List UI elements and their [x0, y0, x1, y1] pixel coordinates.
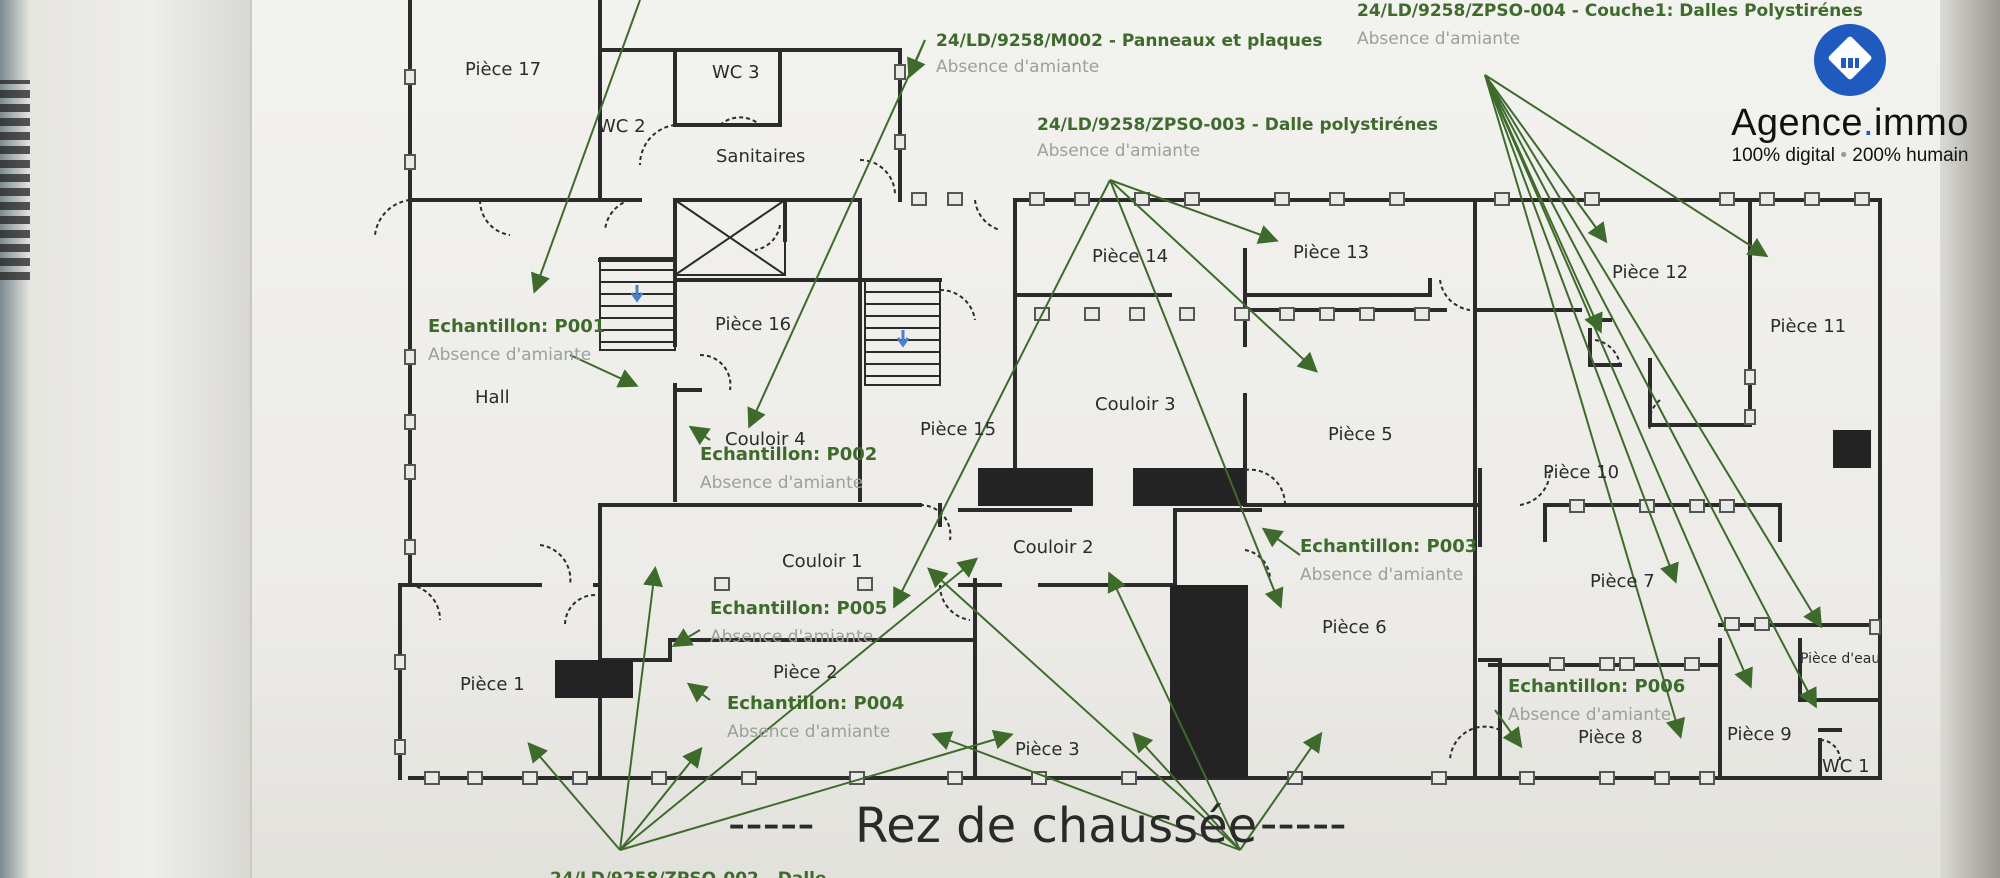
- desk-background-left: [0, 0, 250, 878]
- room-label-wc-3: WC 3: [712, 62, 760, 83]
- sample-labels: Echantillon: P001 Absence d'amiante Echa…: [428, 316, 1685, 742]
- desk-background-right: [1940, 0, 2000, 878]
- room-label-piece-14: Pièce 14: [1092, 246, 1168, 267]
- room-label-piece-6: Pièce 6: [1322, 617, 1387, 638]
- room-label-piece-1: Pièce 1: [460, 674, 525, 695]
- sample-p001-label: Echantillon: P001: [428, 316, 605, 337]
- room-label-wc-1: WC 1: [1822, 756, 1870, 777]
- room-label-piece-3: Pièce 3: [1015, 739, 1080, 760]
- room-label-couloir-2: Couloir 2: [1013, 537, 1094, 558]
- sample-p003-result: Absence d'amiante: [1300, 565, 1463, 585]
- reference-m002-label: 24/LD/9258/M002 - Panneaux et plaques: [936, 31, 1322, 51]
- agence-immo-logo: Agence.immo 100% digital • 200% humain: [1710, 24, 1990, 167]
- logo-tagline-right: 200% humain: [1852, 145, 1969, 166]
- sample-p006-label: Echantillon: P006: [1508, 676, 1685, 697]
- caption-dashes-right: -----: [1260, 796, 1347, 852]
- logo-name-dot: .: [1862, 102, 1875, 144]
- room-label-piece-10: Pièce 10: [1543, 462, 1619, 483]
- room-label-wc-2: WC 2: [598, 116, 646, 137]
- house-logo-icon: [1814, 24, 1886, 96]
- room-label-piece-8: Pièce 8: [1578, 727, 1643, 748]
- staircases: [599, 199, 941, 386]
- reference-zpso002-label: 24/LD/9258/ZPSO-002 - Dalle ...: [550, 869, 852, 878]
- room-label-piece-15: Pièce 15: [920, 419, 996, 440]
- room-label-couloir-1: Couloir 1: [782, 551, 863, 572]
- room-label-piece-13: Pièce 13: [1293, 242, 1369, 263]
- plan-caption: ----- Rez de chaussée -----: [728, 796, 1347, 854]
- door-arcs: [374, 116, 1841, 761]
- room-label-couloir-4: Couloir 4: [725, 429, 806, 450]
- room-label-piece-17: Pièce 17: [465, 59, 541, 80]
- caption-dashes-left: -----: [728, 796, 815, 852]
- leader-arrows: [527, 0, 1823, 851]
- logo-name-tail: immo: [1874, 102, 1969, 144]
- sample-p002-result: Absence d'amiante: [700, 473, 863, 493]
- room-labels: Pièce 17 WC 3 WC 2 Sanitaires Pièce 16 H…: [460, 59, 1880, 777]
- sample-p005-label: Echantillon: P005: [710, 598, 887, 619]
- room-label-couloir-3: Couloir 3: [1095, 394, 1176, 415]
- room-label-piece-2: Pièce 2: [773, 662, 838, 683]
- room-label-sanitaires: Sanitaires: [716, 146, 805, 167]
- qr-code-fragment: [0, 80, 30, 280]
- sample-p004-result: Absence d'amiante: [727, 722, 890, 742]
- room-label-piece-12: Pièce 12: [1612, 262, 1688, 283]
- room-label-hall: Hall: [475, 387, 510, 408]
- reference-labels: 24/LD/9258/M002 - Panneaux et plaques Ab…: [550, 1, 1863, 878]
- sample-p005-result: Absence d'amiante: [710, 627, 873, 647]
- logo-tagline-separator: •: [1840, 145, 1847, 166]
- reference-m002-result: Absence d'amiante: [936, 57, 1099, 77]
- room-label-piece-7: Pièce 7: [1590, 571, 1655, 592]
- logo-tagline-left: 100% digital: [1731, 145, 1836, 166]
- room-label-piece-9: Pièce 9: [1727, 724, 1792, 745]
- room-label-piece-eau: Pièce d'eau: [1800, 651, 1880, 667]
- sample-p002-label: Echantillon: P002: [700, 444, 877, 465]
- room-label-piece-5: Pièce 5: [1328, 424, 1393, 445]
- logo-name-main: Agence: [1731, 102, 1863, 144]
- reference-zpso003-result: Absence d'amiante: [1037, 141, 1200, 161]
- sample-p004-label: Echantillon: P004: [727, 693, 904, 714]
- caption-title: Rez de chaussée: [855, 798, 1257, 854]
- reference-zpso004-label: 24/LD/9258/ZPSO-004 - Couche1: Dalles Po…: [1357, 1, 1863, 21]
- sample-p001-result: Absence d'amiante: [428, 345, 591, 365]
- logo-wordmark: Agence.immo: [1710, 102, 1990, 145]
- reference-zpso003-label: 24/LD/9258/ZPSO-003 - Dalle polystirénes: [1037, 115, 1438, 135]
- logo-tagline: 100% digital • 200% humain: [1710, 145, 1990, 167]
- room-label-piece-16: Pièce 16: [715, 314, 791, 335]
- solid-blocks: [555, 430, 1871, 778]
- sample-p003-label: Echantillon: P003: [1300, 536, 1477, 557]
- reference-zpso004-result: Absence d'amiante: [1357, 29, 1520, 49]
- room-label-piece-11: Pièce 11: [1770, 316, 1846, 337]
- sample-p006-result: Absence d'amiante: [1508, 705, 1671, 725]
- windows: [394, 64, 1881, 785]
